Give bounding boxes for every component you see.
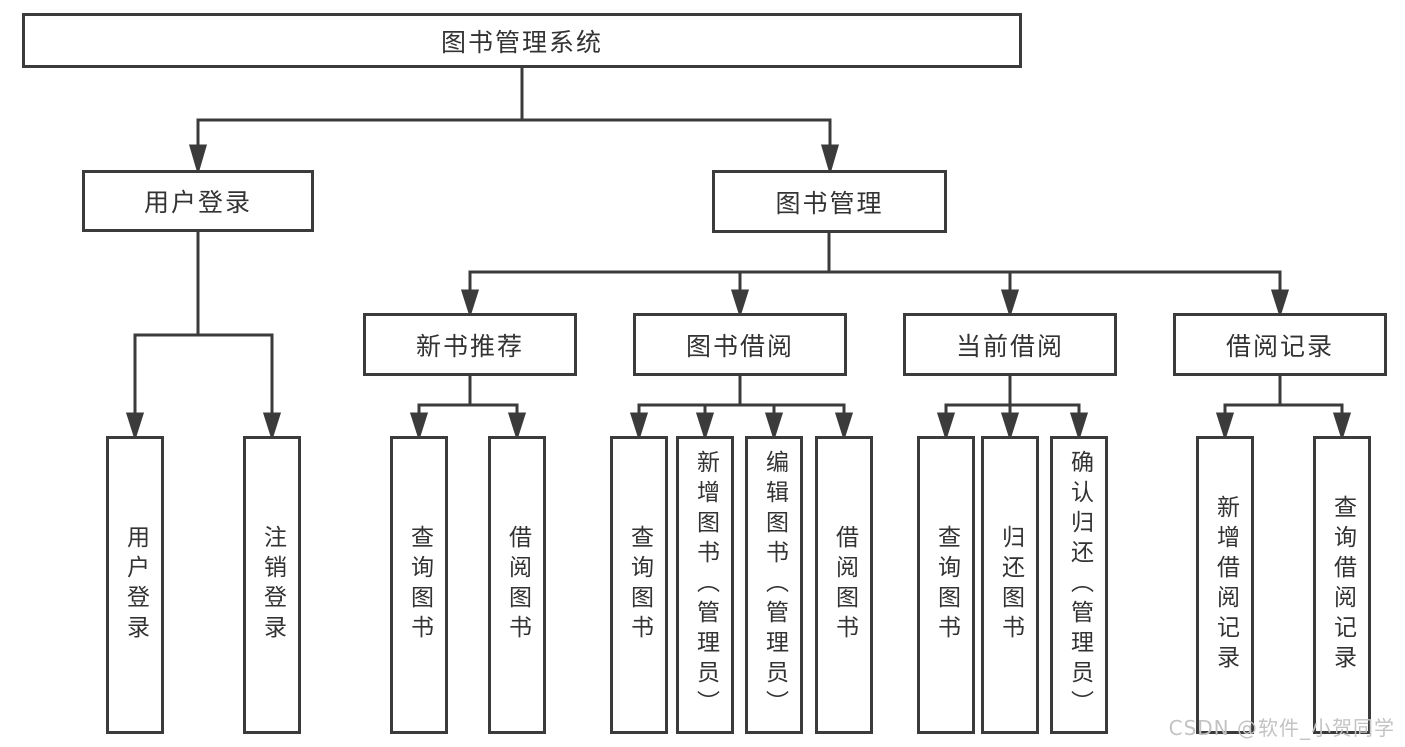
leaf-label: 查询图书	[406, 525, 433, 645]
leaf-add-borrow-record: 新增借阅记录	[1196, 436, 1254, 734]
leaf-label: 借阅图书	[504, 525, 531, 645]
node-current-borrowing: 当前借阅	[903, 313, 1117, 376]
node-label: 图书借阅	[685, 331, 794, 361]
node-label: 当前借阅	[955, 331, 1064, 361]
arrowhead	[821, 144, 839, 176]
leaf-query-books-1: 查询图书	[390, 436, 448, 734]
node-book-management: 图书管理	[712, 170, 947, 233]
connector-borrowing-to-leaves	[629, 376, 854, 441]
arrowhead	[695, 412, 715, 441]
arrowhead	[1000, 412, 1020, 441]
connector-current-to-leaves	[936, 376, 1089, 441]
arrowhead	[460, 289, 480, 318]
leaf-label: 查询借阅记录	[1329, 495, 1356, 675]
arrowhead	[730, 289, 750, 318]
leaf-label: 借阅图书	[831, 525, 858, 645]
connector-records-to-leaves	[1215, 376, 1352, 441]
leaf-label: 新增借阅记录	[1212, 495, 1239, 675]
arrowhead	[125, 412, 145, 441]
leaf-confirm-return-admin: 确认归还（管理员）	[1050, 436, 1108, 734]
node-user-login: 用户登录	[82, 170, 314, 232]
leaf-logout: 注销登录	[243, 436, 301, 734]
leaf-query-borrow-record: 查询借阅记录	[1313, 436, 1371, 734]
connector-userlogin-to-leaves	[125, 232, 282, 441]
leaf-borrow-books-2: 借阅图书	[815, 436, 873, 734]
leaf-label: 查询图书	[933, 525, 960, 645]
leaf-query-books-3: 查询图书	[917, 436, 975, 734]
arrowhead	[262, 412, 282, 441]
leaf-user-login: 用户登录	[106, 436, 164, 734]
leaf-borrow-books-1: 借阅图书	[488, 436, 546, 734]
node-label: 借阅记录	[1225, 331, 1334, 361]
arrowhead	[1069, 412, 1089, 441]
arrowhead	[507, 412, 527, 441]
arrowhead	[1270, 289, 1290, 318]
leaf-label: 新增图书（管理员）	[692, 450, 719, 720]
arrowhead	[1000, 289, 1020, 318]
node-label: 用户登录	[143, 188, 252, 217]
leaf-edit-books-admin: 编辑图书（管理员）	[745, 436, 803, 734]
arrowhead	[936, 412, 956, 441]
leaf-label: 确认归还（管理员）	[1066, 450, 1093, 720]
node-label: 图书管理系统	[440, 27, 603, 57]
node-library-management-system: 图书管理系统	[22, 13, 1022, 68]
arrowhead	[409, 412, 429, 441]
arrowhead	[1215, 412, 1235, 441]
leaf-return-books: 归还图书	[981, 436, 1039, 734]
leaf-label: 注销登录	[259, 525, 286, 645]
arrowhead	[189, 144, 207, 176]
node-new-book-recommendation: 新书推荐	[363, 313, 577, 376]
connector-root-to-level2	[189, 68, 839, 176]
arrowhead	[1332, 412, 1352, 441]
leaf-query-books-2: 查询图书	[610, 436, 668, 734]
connector-newbooks-to-leaves	[409, 376, 527, 441]
arrowhead	[764, 412, 784, 441]
csdn-watermark: CSDN @软件_小贺同学	[1168, 716, 1395, 740]
leaf-label: 查询图书	[626, 525, 653, 645]
node-borrowing-records: 借阅记录	[1173, 313, 1387, 376]
node-label: 新书推荐	[415, 331, 524, 361]
leaf-label: 用户登录	[122, 525, 149, 645]
arrowhead	[834, 412, 854, 441]
connector-bookmgmt-to-level3	[460, 233, 1290, 318]
arrowhead	[629, 412, 649, 441]
node-book-borrowing: 图书借阅	[633, 313, 847, 376]
leaf-add-books-admin: 新增图书（管理员）	[676, 436, 734, 734]
leaf-label: 归还图书	[997, 525, 1024, 645]
leaf-label: 编辑图书（管理员）	[761, 450, 788, 720]
node-label: 图书管理	[775, 188, 884, 218]
